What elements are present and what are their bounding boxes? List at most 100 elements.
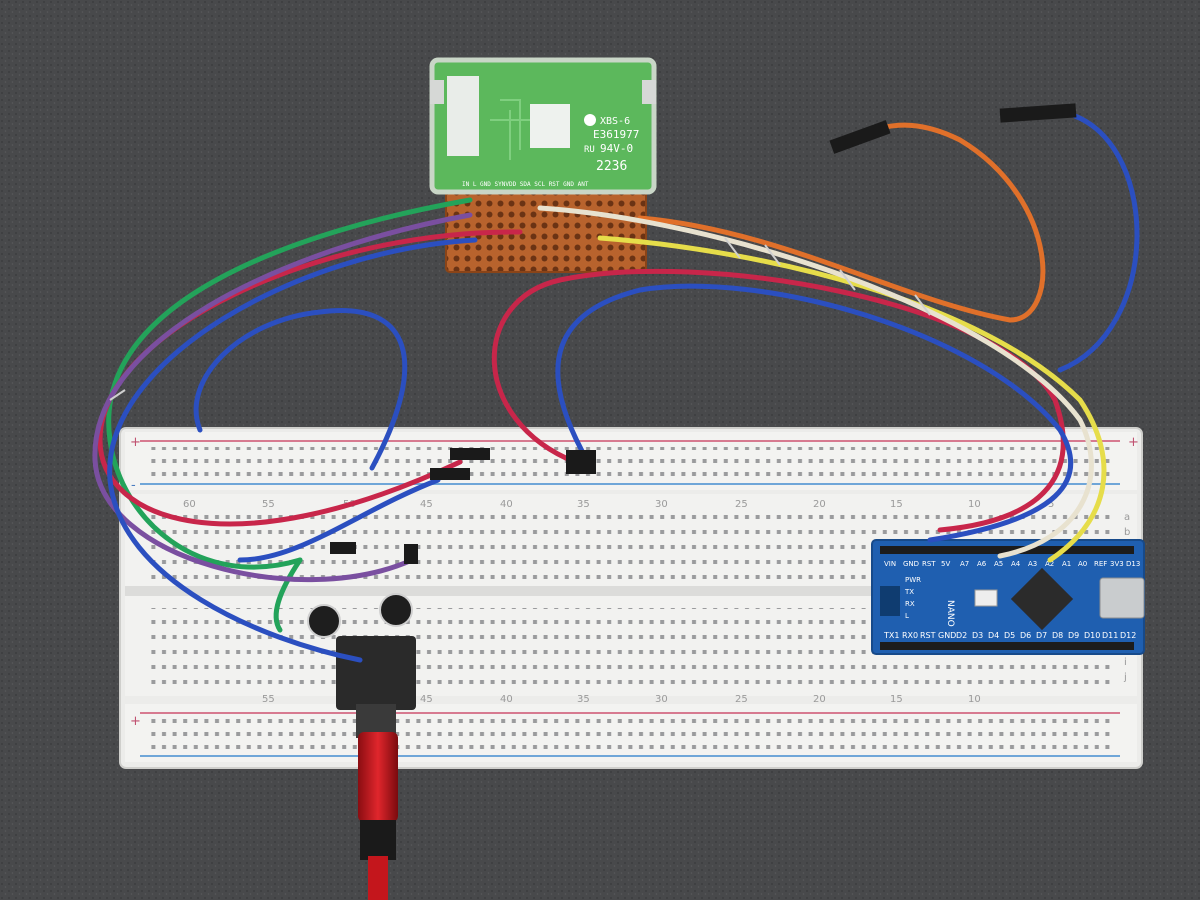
rail-plus-label-bottom: +: [130, 714, 141, 729]
pin-label: 5V: [941, 560, 950, 568]
pin-label: A7: [960, 560, 969, 568]
jumper-wires: [92, 113, 1140, 663]
pin-labels-text: IN L GND SYNVDD SDA SCL RST GND ANT: [462, 181, 589, 188]
wire-purple: [92, 212, 473, 583]
audio-jack-assembly: [307, 593, 416, 900]
row-letter: i: [1124, 657, 1127, 668]
pin-label: A3: [1028, 560, 1037, 568]
usb-port[interactable]: [1099, 577, 1145, 619]
chip-ic: [447, 76, 479, 156]
column-number: 15: [890, 694, 903, 705]
wire-green-short: [273, 557, 303, 633]
pin-label: A1: [1062, 560, 1071, 568]
brand-logo-icon: [584, 114, 596, 126]
column-number: 30: [655, 499, 668, 510]
wire-orange: [637, 122, 1046, 323]
led-label: TX: [904, 588, 914, 596]
rail-plus-label: +: [130, 435, 141, 450]
pin-label: D8: [1052, 631, 1063, 640]
shield-tab: [642, 80, 656, 104]
dupont-connectors: [330, 103, 1077, 564]
wire-red-long: [491, 268, 1066, 533]
radio-module: XBS-6 E361977 RU 94V-0 2236 IN L GND SYN…: [429, 57, 657, 273]
dupont-plug: [999, 103, 1077, 123]
column-number: 5: [1048, 499, 1054, 510]
twist-ties: [109, 237, 931, 401]
pin-label: A0: [1078, 560, 1087, 568]
row-letter: b: [1124, 527, 1130, 538]
reset-button[interactable]: [974, 589, 998, 607]
twist-tie: [109, 389, 126, 401]
column-number: 30: [655, 694, 668, 705]
wire-red: [97, 229, 523, 527]
wire-blue-long: [555, 283, 1074, 543]
pin-label: RST: [922, 560, 936, 568]
rating-text: 94V-0: [600, 142, 633, 155]
wire-blue: [107, 237, 478, 663]
pin-label: A2: [1045, 560, 1054, 568]
dupont-plug: [404, 544, 418, 564]
pin-label: RST: [920, 631, 936, 640]
pin-label: D13: [1126, 560, 1140, 568]
header-pins-top: [880, 546, 1134, 554]
nano-label: NANO: [945, 600, 955, 627]
pin-label: D12: [1120, 631, 1136, 640]
capacitor: [307, 604, 341, 638]
wire-blue-short: [237, 477, 441, 563]
column-numbers-bottom: 55 45 40 35 30 25 20 15 10: [262, 694, 981, 705]
nano-pin-labels-top: VIN GND RST 5V A7 A6 A5 A4 A3 A2 A1 A0 R…: [884, 560, 1140, 568]
nano-board: VIN GND RST 5V A7 A6 A5 A4 A3 A2 A1 A0 R…: [871, 539, 1145, 655]
column-number: 20: [813, 694, 826, 705]
pin-label: A5: [994, 560, 1003, 568]
column-number: 10: [968, 499, 981, 510]
audio-cable: [368, 856, 388, 900]
twist-tie: [839, 269, 856, 291]
ul-mark-text: RU: [584, 145, 595, 155]
dupont-plug: [330, 542, 356, 554]
led-label: L: [905, 612, 909, 620]
column-number: 40: [500, 694, 513, 705]
center-channel: [125, 586, 1137, 596]
cert-code-text: E361977: [593, 128, 639, 141]
column-number: 35: [577, 499, 590, 510]
led-label: PWR: [905, 576, 921, 584]
pin-label: TX1: [883, 631, 899, 640]
nano-pin-labels-bottom: TX1 RX0 RST GND D2 D3 D4 D5 D6 D7 D8 D9 …: [883, 631, 1136, 640]
pin-label: D3: [972, 631, 983, 640]
column-number: 25: [735, 499, 748, 510]
pin-label: A4: [1011, 560, 1021, 568]
column-number: 60: [183, 499, 196, 510]
shield-tab: [430, 80, 444, 104]
column-number: 45: [420, 694, 433, 705]
pin-label: D2: [956, 631, 967, 640]
column-number: 55: [262, 499, 275, 510]
audio-plug-strain-relief: [360, 820, 396, 860]
rail-plus-label-right: +: [1128, 435, 1139, 450]
column-number: 55: [262, 694, 275, 705]
wire-blue-loop: [193, 308, 408, 471]
rail-minus-label: -: [131, 478, 136, 493]
twist-tie: [764, 244, 781, 266]
column-number: 25: [735, 694, 748, 705]
row-letter: j: [1123, 672, 1127, 683]
nano-led-labels: PWR TX RX L: [904, 576, 921, 620]
capacitor: [379, 593, 413, 627]
header-pins-bottom: [880, 642, 1134, 650]
audio-jack: [336, 636, 416, 710]
pcb-traces: [490, 99, 530, 160]
pin-label: D4: [988, 631, 999, 640]
pin-label: A6: [977, 560, 987, 568]
dupont-plug: [829, 120, 891, 154]
wire-yellow: [597, 235, 1107, 563]
pin-label: D7: [1036, 631, 1047, 640]
chip-ic: [530, 104, 570, 148]
dupont-plug: [450, 448, 490, 460]
column-number: 10: [968, 694, 981, 705]
row-letter: a: [1124, 512, 1130, 523]
twist-tie: [724, 237, 741, 259]
column-number: 40: [500, 499, 513, 510]
column-number: 20: [813, 499, 826, 510]
column-number: 45: [420, 499, 433, 510]
date-code-text: 2236: [596, 159, 627, 174]
